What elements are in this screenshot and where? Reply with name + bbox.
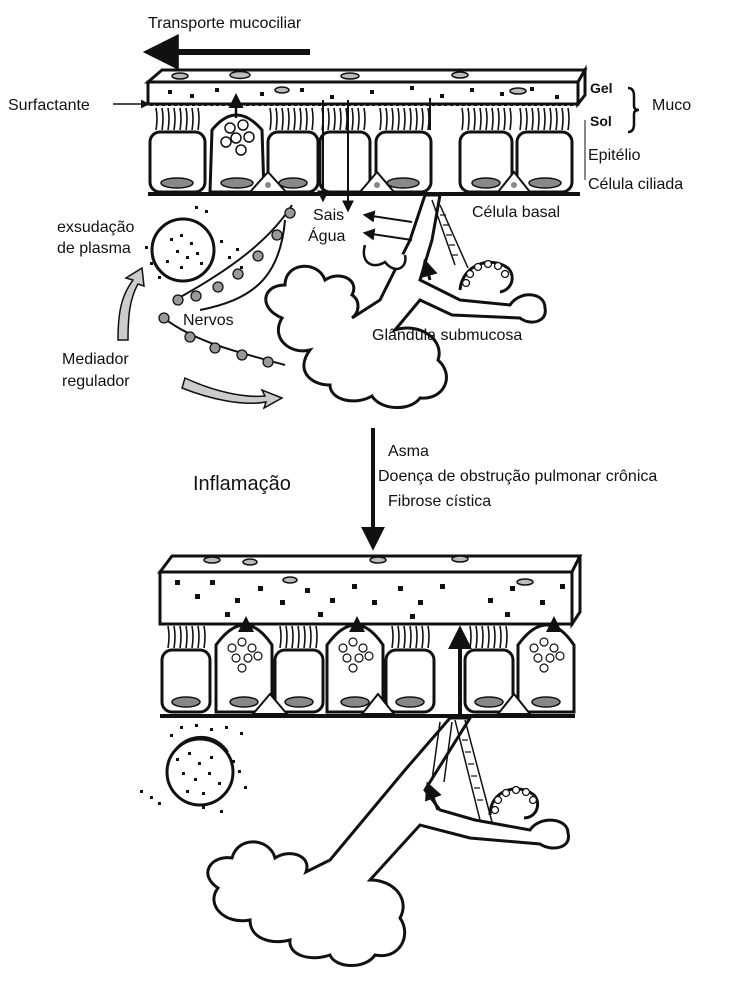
label-nerves: Nervos [183, 312, 234, 329]
label-submucosal-gland: Glândula submucosa [372, 327, 522, 344]
normal-airway-panel [113, 52, 639, 408]
label-basal-cell: Célula basal [472, 204, 560, 221]
label-ciliated-cell: Célula ciliada [588, 176, 683, 193]
label-salts: Sais [313, 207, 344, 224]
label-surfactant: Surfactante [8, 97, 90, 114]
label-mucociliary-transport: Transporte mucociliar [148, 15, 302, 32]
plasma-vessel [145, 206, 243, 281]
label-sol: Sol [590, 113, 612, 129]
label-mucus: Muco [652, 97, 691, 114]
thickened-mucus-layer [160, 572, 572, 624]
submucosal-gland [266, 195, 546, 408]
mediator-arrow-up [118, 268, 144, 340]
label-plasma-exudation-1: exsudação [57, 219, 134, 236]
label-epithelium: Epitélio [588, 147, 641, 164]
label-mediator-2: regulador [62, 373, 130, 390]
mucus-layer-top [148, 70, 585, 82]
inflamed-submucosal-gland [208, 718, 569, 966]
label-water: Água [308, 226, 345, 245]
label-gel: Gel [590, 80, 613, 96]
inflamed-airway-panel [140, 556, 580, 966]
label-inflammation: Inflamação [193, 473, 291, 495]
label-cystic-fibrosis: Fibrose cística [388, 493, 491, 510]
label-copd: Doença de obstrução pulmonar crônica [378, 468, 657, 485]
label-plasma-exudation-2: de plasma [57, 240, 131, 257]
mediator-arrow-right [182, 378, 282, 408]
label-asthma: Asma [388, 443, 429, 460]
label-mediator-1: Mediador [62, 351, 129, 368]
